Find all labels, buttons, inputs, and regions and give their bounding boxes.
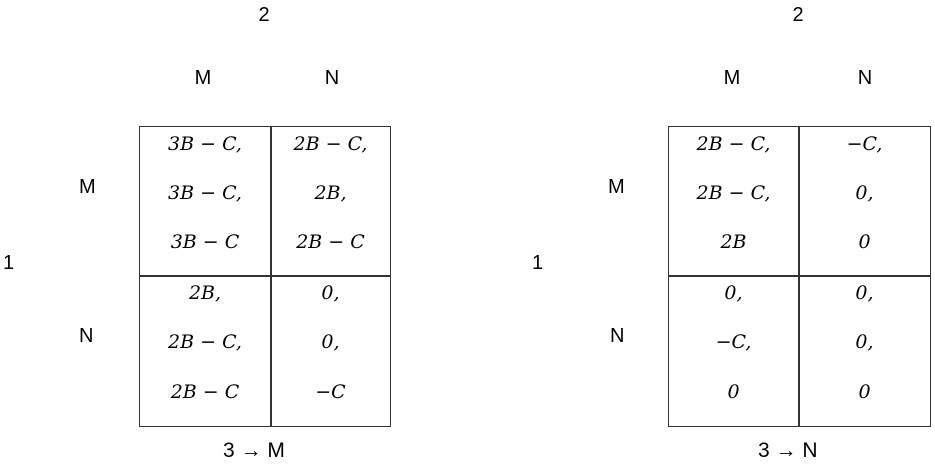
payoff-player-1: 0, [321, 282, 340, 304]
cell-N-M: 2B, 2B − C, 2B − C [140, 276, 270, 426]
payoff-player-2: 0, [321, 331, 340, 353]
cell-M-N: 2B − C, 2B, 2B − C [271, 127, 390, 275]
column-label-N: N [857, 67, 873, 89]
player-3-label: 3 [223, 439, 235, 462]
row-label-M: M [608, 176, 625, 198]
column-label-M: M [194, 67, 212, 89]
payoff-matrix: 3B − C, 3B − C, 3B − C 2B − C, 2B, 2B − … [139, 126, 391, 427]
payoff-player-2: −C, [715, 331, 752, 353]
payoff-player-2: 0, [855, 182, 874, 204]
column-divider [270, 127, 272, 426]
cell-M-N: −C, 0, 0 [799, 127, 930, 275]
payoff-player-1: 0, [724, 282, 743, 304]
player-1-label: 1 [3, 252, 15, 274]
row-label-M: M [79, 176, 96, 198]
payoff-player-3: −C [315, 381, 346, 403]
payoff-player-1: 3B − C, [168, 133, 242, 155]
payoff-player-3: 2B − C [296, 231, 365, 253]
player-3-strategy: N [802, 439, 818, 462]
column-label-N: N [324, 67, 340, 89]
payoff-player-2: 2B − C, [168, 331, 242, 353]
row-label-N: N [79, 325, 94, 347]
payoff-player-2: 2B − C, [696, 182, 771, 204]
game-matrix-3-plays-M: 2 M N M N 1 3B − C, 3B − C, 3B − C 2B − … [0, 0, 467, 466]
row-label-N: N [610, 325, 625, 347]
payoff-player-3: 0 [858, 231, 871, 253]
player-3-label: 3 [758, 439, 770, 462]
row-divider [140, 275, 390, 277]
player-3-strategy-caption: 3 → M [223, 440, 285, 461]
player-1-label: 1 [532, 252, 544, 274]
payoff-player-2: 2B, [314, 182, 347, 204]
arrow-right-icon: → [240, 439, 262, 462]
payoff-player-3: 3B − C [170, 231, 240, 253]
payoff-player-3: 2B − C [170, 381, 240, 403]
payoff-player-1: −C, [846, 133, 883, 155]
row-divider [669, 275, 930, 277]
payoff-player-3: 0 [727, 381, 740, 403]
player-3-strategy-caption: 3 → N [758, 440, 818, 461]
cell-N-M: 0, −C, 0 [669, 276, 798, 426]
payoff-matrix: 2B − C, 2B − C, 2B −C, 0, 0 0, −C, 0 0, … [668, 126, 931, 427]
payoff-player-1: 2B, [188, 282, 222, 304]
player-3-strategy: M [267, 439, 285, 462]
payoff-player-1: 0, [855, 282, 874, 304]
payoff-player-1: 2B − C, [696, 133, 771, 155]
payoff-player-3: 2B [720, 231, 747, 253]
payoff-player-2: 0, [855, 331, 874, 353]
arrow-right-icon: → [775, 439, 797, 462]
cell-M-M: 2B − C, 2B − C, 2B [669, 127, 798, 275]
cell-M-M: 3B − C, 3B − C, 3B − C [140, 127, 270, 275]
payoff-player-1: 2B − C, [293, 133, 368, 155]
column-label-M: M [723, 67, 741, 89]
cell-N-N: 0, 0, 0 [799, 276, 930, 426]
payoff-player-3: 0 [858, 381, 871, 403]
column-divider [798, 127, 800, 426]
payoff-player-2: 3B − C, [168, 182, 242, 204]
player-2-label: 2 [792, 4, 804, 26]
cell-N-N: 0, 0, −C [271, 276, 390, 426]
player-2-label: 2 [258, 4, 270, 26]
